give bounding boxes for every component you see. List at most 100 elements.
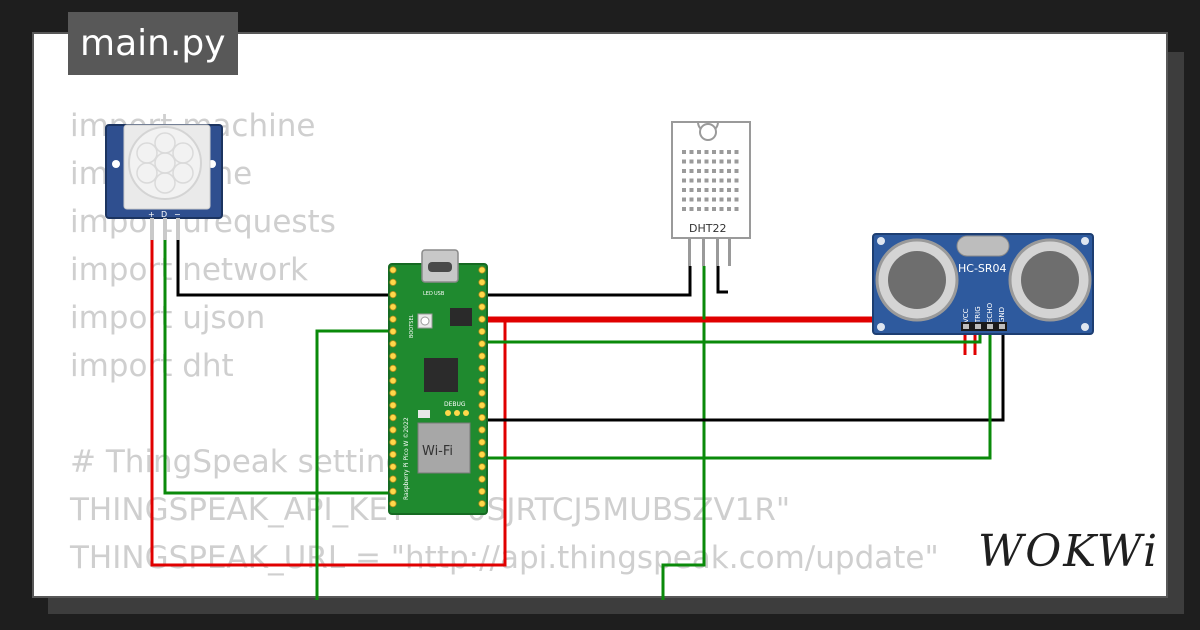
pico-pin-right[interactable] [478, 487, 486, 495]
dht-vent-hole [682, 178, 686, 183]
pico-gpio-pins[interactable] [389, 266, 486, 508]
debug-label: DEBUG [444, 401, 466, 408]
pico-pin-left[interactable] [389, 401, 397, 409]
pico-pin-right[interactable] [478, 389, 486, 397]
pico-pin-right[interactable] [478, 377, 486, 385]
dht-vent-hole [704, 197, 709, 202]
hc-sr04-sensor[interactable]: HC-SR04 VCC TRIG ECHO GND [872, 233, 1094, 335]
pico-pin-right[interactable] [478, 463, 486, 471]
wire-pico-gpio-green [315, 329, 392, 600]
dht22-sensor[interactable]: DHT22 [671, 121, 751, 266]
pico-pin-left[interactable] [389, 438, 397, 446]
pico-pin-left[interactable] [389, 500, 397, 508]
pico-pin-right[interactable] [478, 303, 486, 311]
pico-pin-left[interactable] [389, 327, 397, 336]
dht-vent-hole [734, 150, 739, 154]
dht-vent-hole [682, 188, 686, 192]
wifi-label: Wi-Fi [422, 444, 453, 459]
dht-pin-gnd[interactable] [728, 238, 731, 266]
pico-pin-left[interactable] [389, 413, 397, 422]
dht-vent-hole [727, 150, 731, 154]
pico-pin-right[interactable] [478, 450, 486, 459]
dht-vent-hole [734, 188, 739, 192]
pico-pin-left[interactable] [389, 426, 397, 434]
dht-label: DHT22 [689, 222, 726, 235]
debug-pin-3[interactable] [463, 410, 469, 416]
pico-pin-right[interactable] [478, 426, 486, 434]
pico-pin-left[interactable] [389, 389, 397, 397]
file-tab[interactable]: main.py [68, 12, 238, 75]
dht-vent-hole [734, 169, 739, 173]
dht-vent-hole [727, 197, 731, 202]
pico-pin-left[interactable] [389, 377, 397, 385]
dht-vent-hole [697, 207, 701, 211]
dht-pin-nc[interactable] [716, 238, 719, 266]
dht-vent-hole [727, 169, 731, 173]
dht-vent-hole [727, 159, 731, 164]
raspberry-pi-pico-w[interactable]: LED USB BOOTSEL DEBUG Wi-Fi Raspberry Pi… [388, 249, 488, 515]
dht-vent-hole [734, 207, 739, 211]
code-line: import dht [70, 348, 234, 384]
pico-pin-right[interactable] [478, 327, 486, 336]
us-pin-echo[interactable] [987, 324, 993, 329]
pico-pin-right[interactable] [478, 266, 486, 274]
pico-pin-right[interactable] [478, 315, 486, 323]
us-pin-gnd[interactable] [999, 324, 1005, 329]
hc-sr04-header [961, 322, 1007, 331]
us-pin-trig[interactable] [975, 324, 981, 329]
pico-pin-right[interactable] [478, 290, 486, 299]
pico-pin-right[interactable] [478, 364, 486, 372]
dht-vent-hole [719, 207, 724, 211]
us-pin-vcc[interactable] [963, 324, 969, 329]
pir-pin-gnd[interactable] [176, 218, 180, 240]
dht-vent-hole [697, 169, 701, 173]
pico-pin-left[interactable] [389, 290, 397, 299]
pico-pin-right[interactable] [478, 438, 486, 446]
pico-pin-right[interactable] [478, 278, 486, 286]
dht-vent-hole [697, 159, 701, 164]
dht-vent-hole [682, 207, 686, 211]
pico-pin-left[interactable] [389, 487, 397, 495]
dht-vent-hole [697, 178, 701, 183]
pico-pin-left[interactable] [389, 266, 397, 274]
pico-pin-right[interactable] [478, 500, 486, 508]
pir-pin-vcc[interactable] [150, 218, 154, 240]
debug-pin-1[interactable] [445, 410, 451, 416]
wire-dht-data-green [661, 266, 706, 600]
pico-pin-right[interactable] [478, 413, 486, 422]
pico-pin-left[interactable] [389, 315, 397, 323]
pico-pin-left[interactable] [389, 352, 397, 360]
dht-vent-hole [712, 150, 716, 154]
dht-vent-hole [689, 159, 694, 164]
debug-pin-2[interactable] [454, 410, 460, 416]
pico-pin-left[interactable] [389, 340, 397, 348]
dht-vent-hole [719, 188, 724, 192]
pico-pin-left[interactable] [389, 475, 397, 483]
dht-vent-hole [712, 197, 716, 202]
dht-vent-hole [697, 150, 701, 154]
dht-vent-hole [689, 188, 694, 192]
pir-pin-data[interactable] [163, 218, 167, 240]
pico-pin-right[interactable] [478, 475, 486, 483]
dht-pin-data[interactable] [702, 238, 705, 266]
dht-vent-hole [727, 207, 731, 211]
dht-vent-hole [689, 150, 694, 154]
dht-pin-vcc[interactable] [688, 238, 691, 266]
pico-pin-left[interactable] [389, 463, 397, 471]
code-line: THINGSPEAK_URL = "http://api.thingspeak.… [70, 540, 939, 576]
wire-pir-vcc-red [150, 218, 577, 567]
pico-pin-right[interactable] [478, 401, 486, 409]
dht-vent-hole [734, 178, 739, 183]
pir-sensor[interactable]: + D − [105, 124, 223, 240]
pico-pin-left[interactable] [389, 364, 397, 372]
dht-vent-hole [704, 159, 709, 164]
pico-pin-left[interactable] [389, 450, 397, 459]
pico-pin-right[interactable] [478, 340, 486, 348]
pico-pin-left[interactable] [389, 303, 397, 311]
dht-vent-hole [704, 207, 709, 211]
dht-vent-hole [719, 197, 724, 202]
wire-pir-data-green [163, 218, 392, 495]
pico-pin-right[interactable] [478, 352, 486, 360]
pico-pin-left[interactable] [389, 278, 397, 286]
